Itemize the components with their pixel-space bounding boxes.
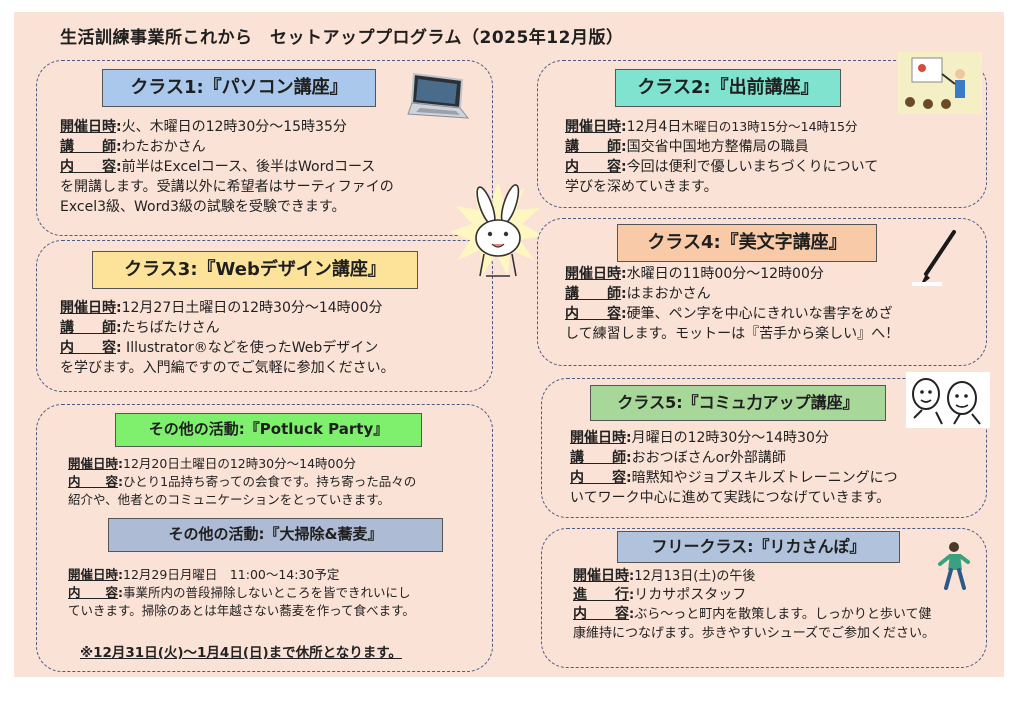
class4-content-line1: 硬筆、ペン字を中心にきれいな書字をめざ xyxy=(626,306,893,322)
class3-content-line1: Illustrator®などを使ったWebデザイン xyxy=(121,340,379,356)
free-class-info: 開催日時:12月13日(土)の午後 進 行:リカサポスタッフ 内 容:ぶら～っと… xyxy=(573,567,983,643)
potluck-info: 開催日時:12月20日土曜日の12時30分～14時00分 内 容:ひとり1品持ち… xyxy=(68,455,478,509)
closure-notice: ※12月31日(火)～1月4日(日)まで休所となります。 xyxy=(80,645,402,661)
class2-content-line1: 今回は便利で優しいまちづくりについて xyxy=(626,159,879,175)
free-progress-label: 進 行 xyxy=(573,587,629,603)
potluck-content-line2: 紹介や、他者とのコミュニケーションをとっていきます。 xyxy=(68,492,391,507)
rabbit-mascot-icon xyxy=(448,180,548,296)
class5-teacher-label: 講 師 xyxy=(570,450,626,466)
class1-date-label: 開催日時 xyxy=(60,119,116,135)
class5-content-label: 内 容 xyxy=(570,470,626,486)
class4-content-label: 内 容 xyxy=(565,306,621,322)
class5-content-line2: いてワーク中心に進めて実践につなげていきます。 xyxy=(570,490,891,506)
class2-teacher: 国交省中国地方整備局の職員 xyxy=(626,139,809,155)
cleaning-content-line1: 事業所内の普段掃除しないところを皆できれいにし xyxy=(123,585,411,600)
potluck-date-label: 開催日時 xyxy=(68,456,119,471)
class2-date-rest: 木曜日の13時15分～14時15分 xyxy=(681,119,858,134)
walking-person-icon xyxy=(936,540,972,596)
class3-content-line2: を学びます。入門編ですのでご気軽に参加ください。 xyxy=(60,360,395,376)
lecture-icon xyxy=(898,52,982,118)
brush-pen-icon xyxy=(912,228,962,292)
people-talking-icon xyxy=(906,372,990,432)
cleaning-heading: その他の活動:『大掃除&蕎麦』 xyxy=(108,518,443,552)
free-content-label: 内 容 xyxy=(573,606,629,622)
class4-teacher: はまおかさん xyxy=(626,286,711,302)
page-title: 生活訓練事業所これから セットアッププログラム（2025年12月版） xyxy=(60,28,624,48)
potluck-date: 12月20日土曜日の12時30分～14時00分 xyxy=(123,456,356,471)
class1-teacher: わたおかさん xyxy=(121,139,206,155)
class4-content-line2: して練習します。モットーは『苦手から楽しい』へ！ xyxy=(565,326,900,342)
free-class-heading: フリークラス:『リカさんぽ』 xyxy=(617,531,900,563)
cleaning-content-label: 内 容 xyxy=(68,585,119,600)
potluck-heading: その他の活動:『Potluck Party』 xyxy=(115,413,422,447)
class4-heading: クラス4:『美文字講座』 xyxy=(617,224,877,262)
class5-date-label: 開催日時 xyxy=(570,430,626,446)
class1-date: 火、木曜日の12時30分～15時35分 xyxy=(121,119,347,135)
free-progress: リカサポスタッフ xyxy=(634,587,747,603)
class2-date-label: 開催日時 xyxy=(565,119,621,135)
free-content-line1: ぶら～っと町内を散策します。しっかりと歩いて健 xyxy=(634,607,932,622)
class2-date-main: 12月4日 xyxy=(626,119,682,135)
class1-content-line3: Excel3級、Word3級の試験を受験できます。 xyxy=(60,199,346,215)
class5-teacher: おおつぼさんor外部講師 xyxy=(631,450,786,466)
laptop-icon xyxy=(406,70,470,128)
class3-info: 開催日時:12月27日土曜日の12時30分～14時00分 講 師:たちばたけさん… xyxy=(60,298,485,378)
class1-heading: クラス1:『パソコン講座』 xyxy=(102,69,376,107)
cleaning-info: 開催日時:12月29日月曜日 11:00～14:30予定 内 容:事業所内の普段… xyxy=(68,566,478,620)
cleaning-date: 12月29日月曜日 11:00～14:30予定 xyxy=(123,567,340,582)
class1-content-label: 内 容 xyxy=(60,159,116,175)
class1-info: 開催日時:火、木曜日の12時30分～15時35分 講 師:わたおかさん 内 容:… xyxy=(60,117,480,217)
cleaning-date-label: 開催日時 xyxy=(68,567,119,582)
class4-date-label: 開催日時 xyxy=(565,266,621,282)
class3-teacher-label: 講 師 xyxy=(60,320,116,336)
class4-teacher-label: 講 師 xyxy=(565,286,621,302)
class2-heading: クラス2:『出前講座』 xyxy=(615,69,841,107)
cleaning-content-line2: ていきます。掃除のあとは年越さない蕎麦を作って食べます。 xyxy=(68,603,415,618)
class3-date-label: 開催日時 xyxy=(60,300,116,316)
class3-content-label: 内 容 xyxy=(60,340,116,356)
class2-teacher-label: 講 師 xyxy=(565,139,621,155)
class5-heading: クラス5:『コミュ力アップ講座』 xyxy=(590,385,886,421)
free-date: 12月13日(土)の午後 xyxy=(634,569,756,584)
class4-info: 開催日時:水曜日の11時00分～12時00分 講 師:はまおかさん 内 容:硬筆… xyxy=(565,264,975,344)
class5-date: 月曜日の12時30分～14時30分 xyxy=(631,430,829,446)
free-date-label: 開催日時 xyxy=(573,568,629,584)
class1-teacher-label: 講 師 xyxy=(60,139,116,155)
class3-heading: クラス3:『Webデザイン講座』 xyxy=(92,251,418,289)
class3-date: 12月27日土曜日の12時30分～14時00分 xyxy=(121,300,383,316)
class2-content-line2: 学びを深めていきます。 xyxy=(565,179,718,195)
class2-content-label: 内 容 xyxy=(565,159,621,175)
potluck-content-label: 内 容 xyxy=(68,474,119,489)
class2-info: 開催日時:12月4日木曜日の13時15分～14時15分 講 師:国交省中国地方整… xyxy=(565,117,975,197)
class1-content-line2: を開講します。受講以外に希望者はサーティファイの xyxy=(60,179,394,195)
class5-content-line1: 暗黙知やジョブスキルズトレーニングにつ xyxy=(631,470,898,486)
class4-date: 水曜日の11時00分～12時00分 xyxy=(626,266,824,282)
class1-content-line1: 前半はExcelコース、後半はWordコース xyxy=(121,159,376,175)
free-content-line2: 康維持につなげます。歩きやすいシューズでご参加ください。 xyxy=(573,626,936,641)
class5-info: 開催日時:月曜日の12時30分～14時30分 講 師:おおつぼさんor外部講師 … xyxy=(570,428,980,508)
class3-teacher: たちばたけさん xyxy=(121,320,220,336)
potluck-content-line1: ひとり1品持ち寄っての会食です。持ち寄った品々の xyxy=(123,474,417,489)
